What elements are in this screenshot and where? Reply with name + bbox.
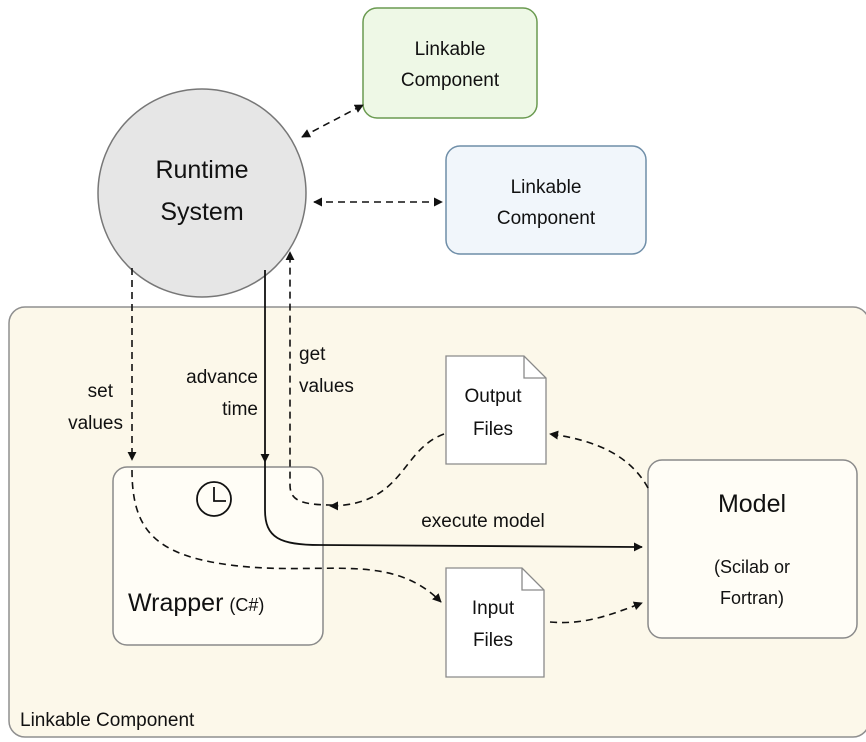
advance-time-line1: advance: [186, 367, 258, 388]
linkable-component-mid: [445, 145, 647, 255]
linkable-component-top: [362, 7, 538, 119]
set-values-line1: set: [88, 381, 114, 402]
execute-model-label: execute model: [421, 511, 545, 532]
get-values-line2: values: [299, 376, 354, 397]
edge-model-to-output-files: [549, 430, 649, 489]
output-files-node: [445, 355, 547, 465]
wrapper-label: Wrapper (C#): [128, 589, 264, 617]
set-values-line2: values: [68, 413, 123, 434]
advance-time-line2: time: [222, 399, 258, 420]
runtime-system-node: [97, 88, 307, 298]
input-files-line2: Files: [473, 630, 513, 651]
output-files-line1: Output: [464, 386, 522, 407]
model-line1: (Scilab or: [714, 557, 790, 577]
container-label: Linkable Component: [20, 710, 195, 731]
clock-icon: [196, 481, 232, 517]
edge-output-files-to-wrapper: [329, 433, 445, 511]
input-files-line1: Input: [472, 598, 515, 619]
output-files-fold: [523, 356, 546, 379]
get-values-line1: get: [299, 344, 326, 365]
runtime-system-label-line2: System: [160, 198, 243, 226]
wrapper-sub-text: (C#): [229, 595, 264, 615]
edge-execute-model: [264, 462, 643, 552]
input-files-node: [445, 567, 545, 678]
linkable-mid-line2: Component: [497, 208, 596, 229]
model-node: [647, 459, 858, 639]
model-line2: Fortran): [720, 588, 784, 608]
input-files-fold: [521, 568, 544, 591]
edge-runtime-linkable-top: [301, 104, 364, 138]
runtime-system-label-line1: Runtime: [155, 156, 248, 184]
wrapper-node: [112, 466, 324, 646]
model-title: Model: [718, 490, 786, 518]
linkable-mid-line1: Linkable: [511, 177, 582, 198]
linkable-top-line2: Component: [401, 70, 500, 91]
output-files-line2: Files: [473, 419, 513, 440]
linkable-top-line1: Linkable: [415, 39, 486, 60]
edge-get-values-up: [285, 251, 334, 506]
edge-input-files-to-model: [549, 601, 643, 624]
edge-wrapper-to-input-files: [131, 469, 442, 603]
wrapper-main-text: Wrapper: [128, 589, 223, 617]
